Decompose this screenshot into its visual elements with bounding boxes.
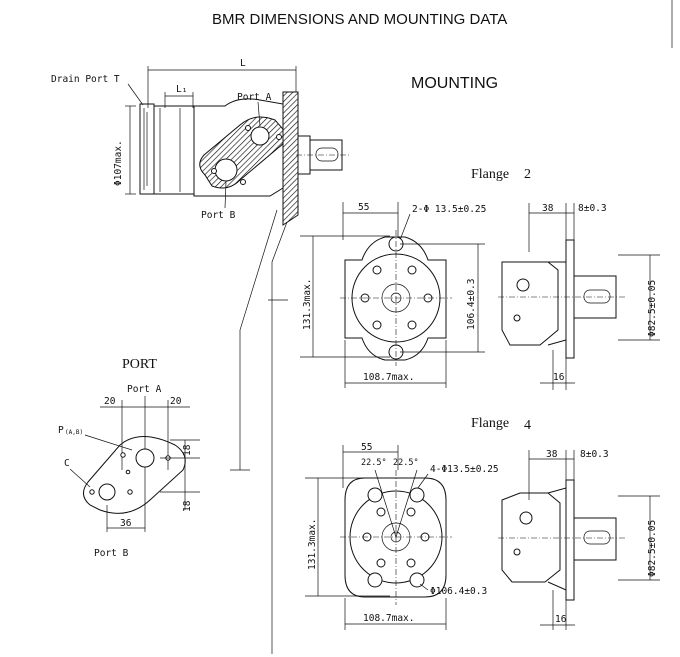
flange2-dim-82: Φ82.5±0.05 [647,280,658,337]
page-title: BMR DIMENSIONS AND MOUNTING DATA [212,11,507,28]
flange4-dim-55: 55 [361,442,372,453]
flange2-dim-106: 106.4±0.3 [466,279,477,330]
dim-18-top: 18 [182,444,193,456]
port-b-label: Port B [201,210,236,221]
flange4-dim-108: 108.7max. [363,613,414,624]
port-a-label: Port A [237,92,272,103]
flange4-dim-82: Φ82.5±0.05 [647,520,658,577]
port-view-port-b: Port B [94,548,129,559]
flange4-dim-8: 8±0.3 [580,449,609,460]
flange2-dim-8: 8±0.3 [578,203,607,214]
flange2-dim-55: 55 [358,202,369,213]
leader-lines [230,209,288,654]
flange4-dim-106: Φ106.4±0.3 [430,586,487,597]
port-view-port-a: Port A [127,384,162,395]
dim-l: L [240,58,246,69]
flange2-dim-38: 38 [542,203,554,214]
flange4-number: 4 [524,418,531,433]
dim-20-left: 20 [104,396,116,407]
flange2-dim-131: 131.3max. [302,279,313,330]
flange-2-view: Flange 2 55 2-Φ 13.5±0.25 131.3max. 106 [300,167,660,390]
label-c: C [64,458,70,469]
label-p: P [58,425,64,436]
flange4-angle-left: 22.5° [361,458,387,468]
flange-4-view: Flange 4 55 22.5° 22.5° 4-Φ13.5±0.25 131… [305,416,660,630]
dia-107-label: Φ107max. [113,140,124,186]
port-detail-view: PORT Port A 20 20 18 18 36 P (A,B) C [58,357,200,559]
port-heading: PORT [122,357,157,372]
flange4-heading: Flange [471,416,509,431]
drain-port-label: Drain Port T [51,74,120,85]
flange4-dim-38: 38 [546,449,558,460]
flange4-dim-131: 131.3max. [307,519,318,570]
flange2-dim-108: 108.7max. [363,372,414,383]
dim-l1: L₁ [176,84,187,95]
flange2-number: 2 [524,167,531,182]
dim-20-right: 20 [170,396,182,407]
dim-18-bottom: 18 [182,500,193,512]
dim-36: 36 [120,518,132,529]
label-p-sub: (A,B) [65,429,83,436]
flange2-heading: Flange [471,167,509,182]
flange4-angle-right: 22.5° [393,458,419,468]
flange2-dim-holes: 2-Φ 13.5±0.25 [412,204,486,215]
flange4-dim-16: 16 [555,614,567,625]
motor-side-view: L L₁ Drain Port T Φ107max. Port A Port B [51,58,350,226]
flange2-dim-16: 16 [553,372,565,383]
flange4-dim-holes: 4-Φ13.5±0.25 [430,464,499,475]
mounting-heading: MOUNTING [411,75,498,92]
